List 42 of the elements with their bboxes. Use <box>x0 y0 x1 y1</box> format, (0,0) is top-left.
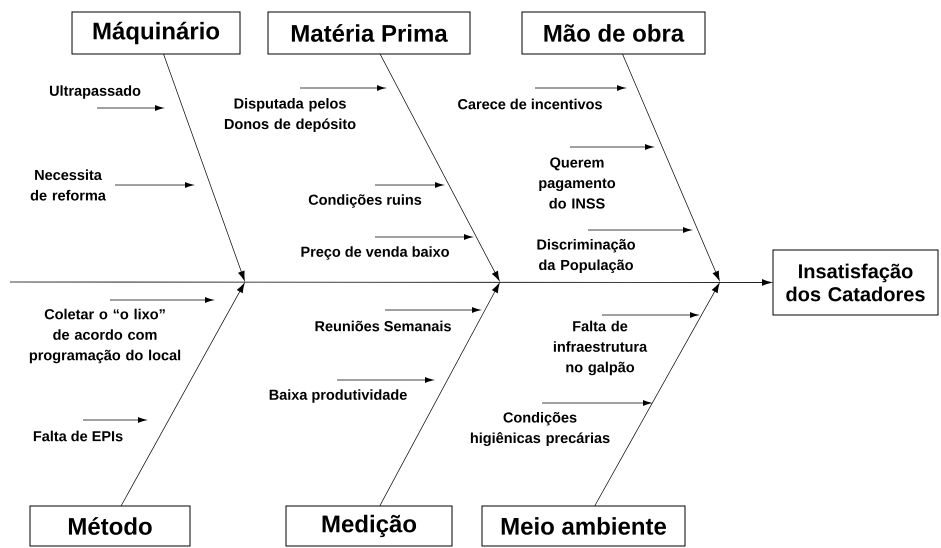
cause-label: Querem pagamento do INSS <box>539 157 616 209</box>
cause-arrow <box>384 307 480 313</box>
category-box: Método <box>30 506 190 546</box>
cause-label: Condições ruins <box>308 194 422 208</box>
cause-arrow <box>82 417 146 423</box>
cause-arrow <box>602 312 698 318</box>
cause-label: Preço de venda baixo <box>301 246 449 260</box>
cause-label: Baixa produtividade <box>270 389 407 403</box>
cause-label: Ultrapassado <box>50 85 140 99</box>
cause-label: Falta de EPIs <box>34 430 123 442</box>
bone-arrow <box>380 54 500 281</box>
cause-label: Falta de infraestrutura no galpão <box>554 320 648 376</box>
cause-arrow <box>300 85 386 91</box>
cause-label: Disputada pelos Donos de depósito <box>224 98 356 132</box>
cause-arrow <box>588 227 692 233</box>
category-box: Máquinário <box>72 12 240 54</box>
category-box: Mão de obra <box>522 12 706 54</box>
cause-label: Discriminação da População <box>537 238 635 273</box>
cause-label: Reuniões Semanais <box>315 320 451 332</box>
cause-arrow <box>570 144 654 150</box>
bone-arrow <box>163 54 245 281</box>
cause-label: Necessita de reforma <box>30 169 106 201</box>
cause-arrow <box>534 85 626 91</box>
cause-arrow <box>336 377 434 383</box>
cause-label: Condições higiênicas precárias <box>470 412 610 446</box>
cause-arrow <box>110 297 214 303</box>
cause-arrow <box>542 400 652 406</box>
category-box: Medição <box>286 506 452 546</box>
cause-arrow <box>96 105 164 111</box>
bone-arrow <box>594 283 720 506</box>
effect-box: Insatisfação dos Catadores <box>772 250 938 316</box>
spine-arrow <box>10 279 772 286</box>
bone-arrow <box>622 54 720 281</box>
cause-arrow <box>114 182 194 188</box>
cause-arrow <box>374 234 472 240</box>
bone-arrow <box>120 283 245 506</box>
cause-arrow <box>374 182 444 188</box>
category-box: Meio ambiente <box>482 506 686 546</box>
bone-arrow <box>379 283 500 506</box>
cause-label: Carece de incentivos <box>458 98 602 110</box>
category-box: Matéria Prima <box>268 12 470 54</box>
cause-label: Coletar o “o lixo” de acordo com programação do local <box>30 308 180 364</box>
